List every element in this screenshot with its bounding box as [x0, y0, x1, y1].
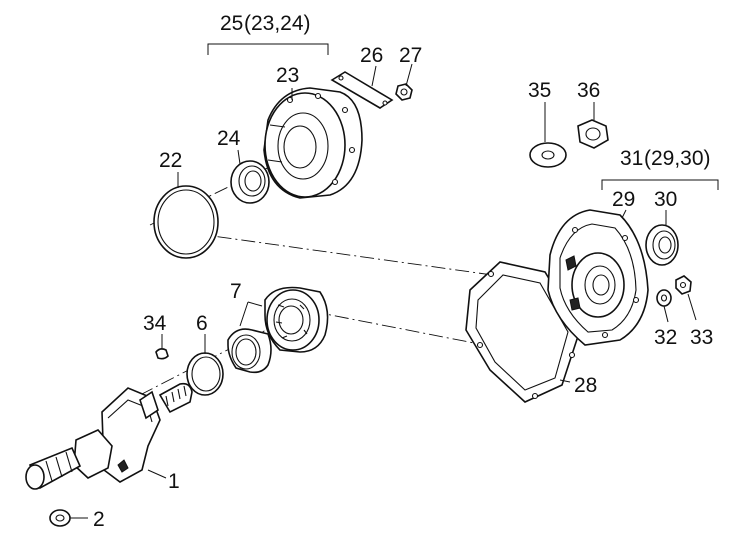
label-25-sub: (23,24) [244, 12, 311, 35]
o-ring-22 [153, 185, 219, 259]
crankshaft-1 [25, 382, 193, 490]
label-31-sub: (29,30) [644, 147, 711, 170]
label-36: 36 [577, 79, 600, 102]
label-29: 29 [612, 188, 635, 211]
leader-lines [70, 63, 697, 519]
label-33: 33 [690, 326, 713, 349]
label-22: 22 [159, 149, 182, 172]
label-7: 7 [230, 280, 242, 303]
bracket-25 [207, 43, 329, 55]
label-25: 25 [220, 12, 243, 35]
nut-2 [49, 509, 71, 527]
housing-29 [547, 209, 649, 346]
label-23: 23 [276, 64, 299, 87]
ring-6 [186, 352, 224, 396]
label-1: 1 [168, 470, 180, 493]
seal-30 [645, 224, 679, 266]
label-32: 32 [654, 326, 677, 349]
plate-26 [330, 71, 394, 109]
washer-32 [656, 289, 672, 307]
label-31: 31 [620, 147, 643, 170]
nut-36 [577, 119, 609, 149]
label-27: 27 [399, 44, 422, 67]
label-26: 26 [360, 44, 383, 67]
bracket-31 [601, 179, 719, 190]
washer-35 [529, 142, 567, 168]
outer-race-7 [227, 328, 272, 374]
key-34 [155, 348, 169, 360]
nut-33 [675, 275, 692, 295]
nut-27 [395, 83, 413, 101]
flange-cover-23 [263, 87, 363, 199]
label-28: 28 [574, 374, 597, 397]
label-35: 35 [528, 79, 551, 102]
label-30: 30 [654, 188, 677, 211]
part-labels: 25 (23,24) 23 26 27 24 22 35 36 31 (29,3… [93, 12, 713, 531]
label-2: 2 [93, 508, 105, 531]
label-6: 6 [196, 312, 208, 335]
label-34: 34 [143, 312, 167, 335]
label-24: 24 [217, 127, 241, 150]
seal-24 [230, 160, 270, 204]
roller-bearing-7 [264, 286, 329, 353]
